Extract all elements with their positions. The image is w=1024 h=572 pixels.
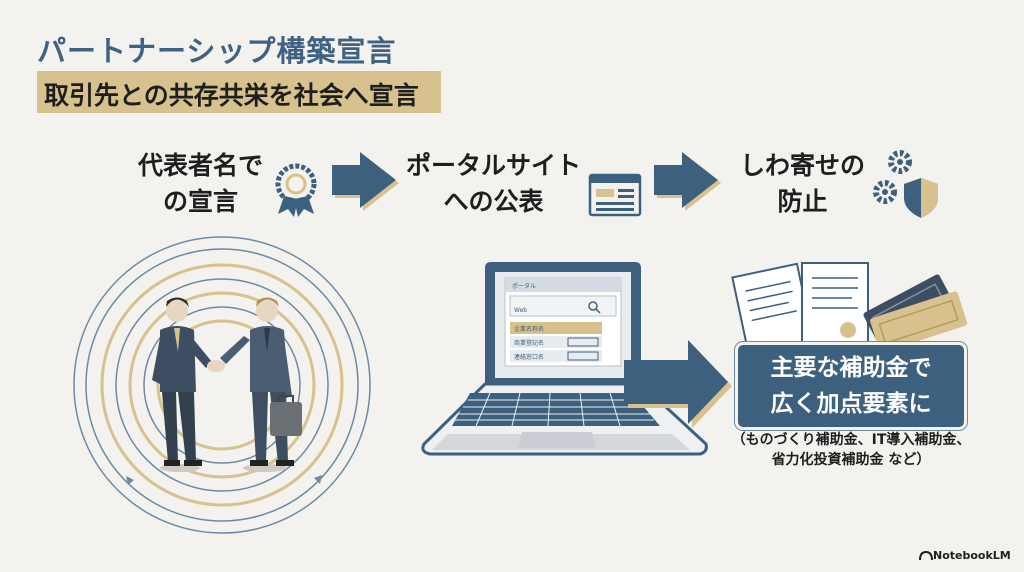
- step-publication-label: ポータルサイト への公表: [406, 151, 582, 216]
- flow-arrow-1: [332, 152, 399, 211]
- brand-label: NotebookLM: [933, 549, 1011, 562]
- handshake-businessmen: [152, 297, 302, 472]
- browser-window-icon: [588, 173, 642, 217]
- flow-arrow-2: [654, 152, 721, 211]
- portal-tag-text: Web: [514, 307, 527, 314]
- page-subtitle: 取引先との共存共栄を社会へ宣言: [44, 81, 419, 110]
- notebooklm-logo-icon: [919, 550, 933, 561]
- portal-row-2: 商業登記名: [514, 339, 544, 347]
- page-title: パートナーシップ構築宣言: [37, 34, 397, 68]
- flow-arrow-3: [624, 340, 732, 428]
- subtitle-band: [37, 71, 441, 113]
- portal-row-1: 企業名称名: [514, 325, 544, 333]
- subsidy-ticket-icon: [863, 274, 968, 353]
- award-ribbon-icon: [275, 163, 317, 217]
- concentric-rings: [73, 236, 371, 534]
- subsidy-documents-icon: [731, 262, 869, 359]
- portal-row-3: 連絡窓口名: [514, 353, 544, 361]
- laptop-illustration: [421, 262, 708, 456]
- step-prevention-label: しわ寄せの 防止: [740, 151, 866, 216]
- gears-shield-icon: [873, 150, 938, 218]
- portal-header-text: ポータル: [512, 282, 536, 290]
- subsidy-examples-note: （ものづくり補助金、IT導入補助金、 省力化投資補助金 など）: [731, 432, 971, 468]
- subsidy-callout: 主要な補助金で 広く加点要素に: [738, 345, 964, 427]
- step-declaration-label: 代表者名で の宣言: [138, 151, 264, 216]
